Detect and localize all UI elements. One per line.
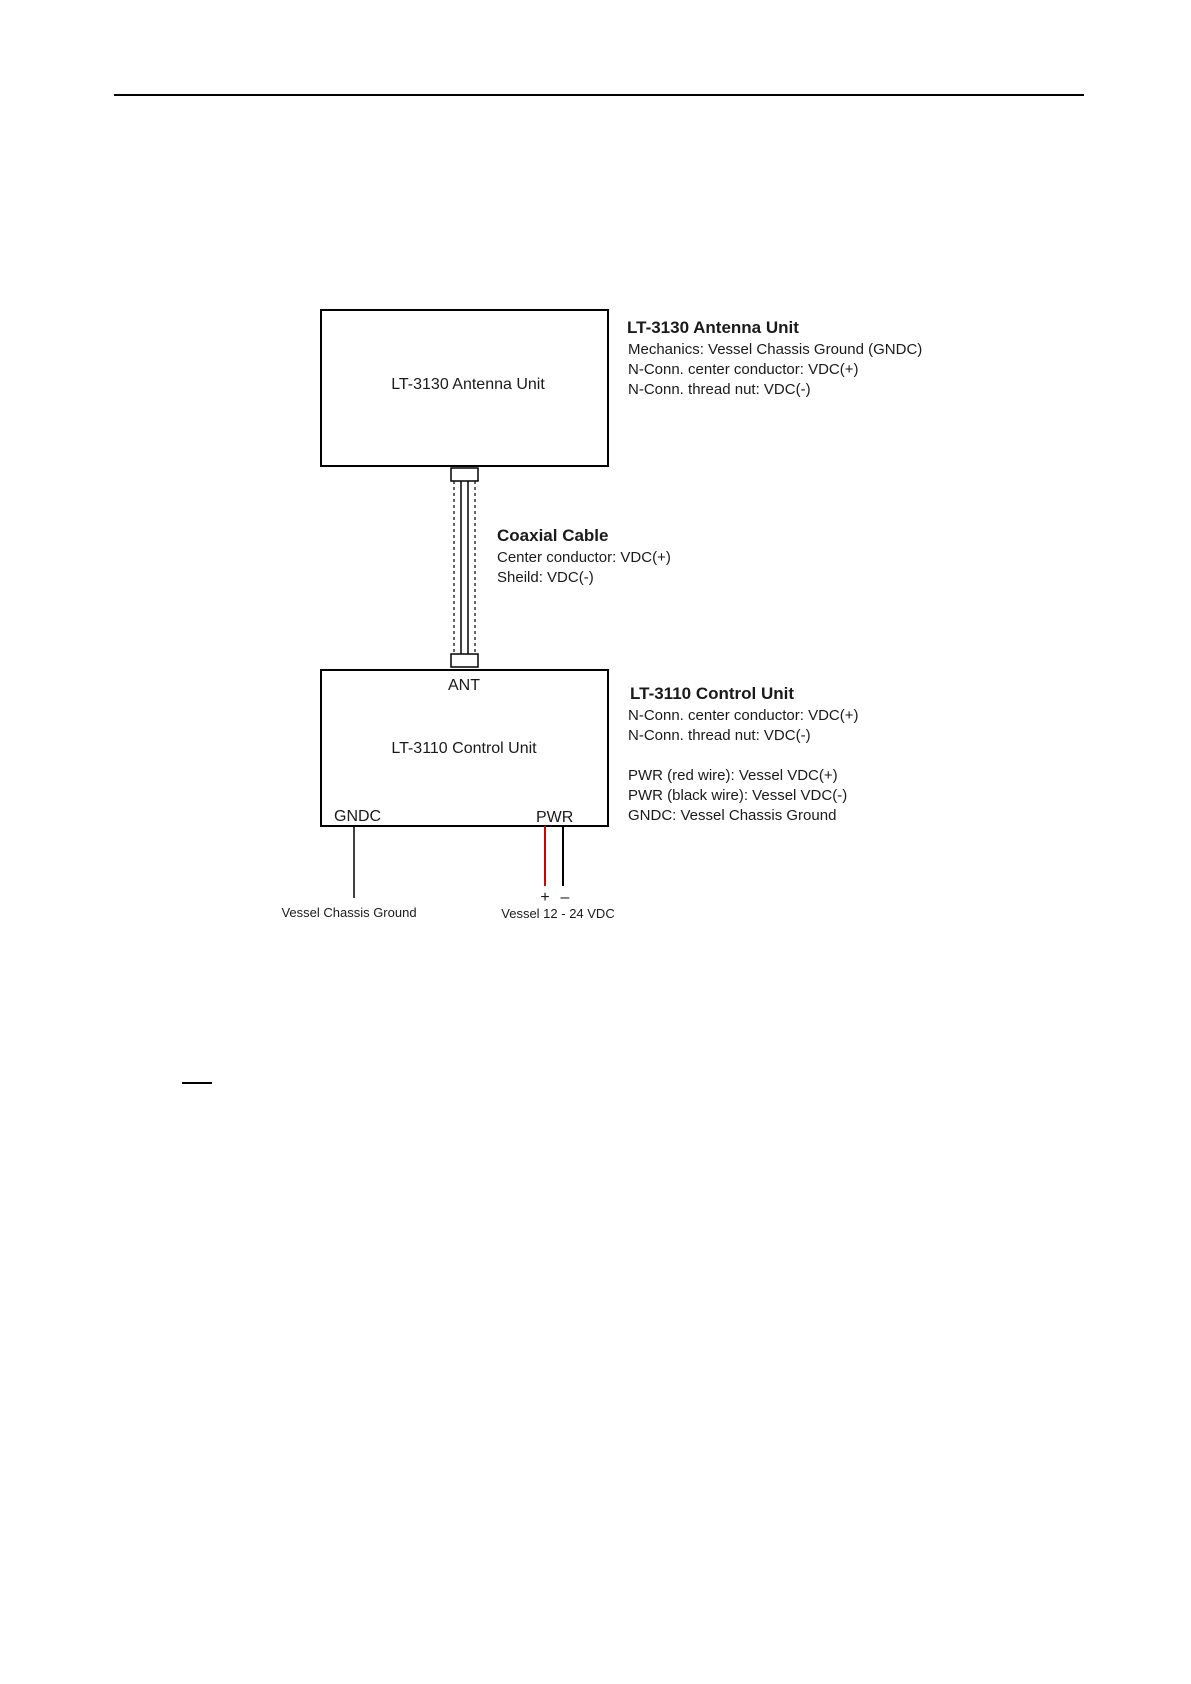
port-pwr-label: PWR [536, 809, 573, 826]
coax-note-1: Center conductor: VDC(+) [497, 549, 671, 566]
coax-top-connector [450, 467, 479, 482]
antenna-unit-box-label: LT-3130 Antenna Unit [391, 376, 545, 393]
ground-label: Vessel Chassis Ground [281, 905, 416, 920]
coax-note-2: Sheild: VDC(-) [497, 569, 594, 586]
control-unit-note-3: PWR (red wire): Vessel VDC(+) [628, 767, 838, 784]
header-rule [114, 94, 1084, 96]
coax-title: Coaxial Cable [497, 526, 609, 545]
coax-bottom-connector [450, 653, 479, 668]
port-gndc-label: GNDC [334, 808, 381, 825]
power-label: Vessel 12 - 24 VDC [501, 906, 614, 921]
antenna-unit-box [320, 309, 609, 467]
control-unit-note-4: PWR (black wire): Vessel VDC(-) [628, 787, 847, 804]
control-unit-box [320, 669, 609, 827]
control-unit-note-2: N-Conn. thread nut: VDC(-) [628, 727, 811, 744]
port-ant-label: ANT [448, 677, 480, 694]
footnote-rule [182, 1082, 212, 1084]
control-unit-box-label: LT-3110 Control Unit [391, 740, 537, 757]
antenna-unit-title: LT-3130 Antenna Unit [627, 318, 799, 337]
control-unit-title: LT-3110 Control Unit [630, 684, 794, 703]
antenna-unit-note-3: N-Conn. thread nut: VDC(-) [628, 381, 811, 398]
antenna-unit-note-2: N-Conn. center conductor: VDC(+) [628, 361, 859, 378]
control-unit-note-5: GNDC: Vessel Chassis Ground [628, 807, 836, 824]
power-minus-label: – [561, 889, 570, 906]
power-plus-label: + [540, 889, 549, 906]
control-unit-note-1: N-Conn. center conductor: VDC(+) [628, 707, 859, 724]
antenna-unit-note-1: Mechanics: Vessel Chassis Ground (GNDC) [628, 341, 922, 358]
